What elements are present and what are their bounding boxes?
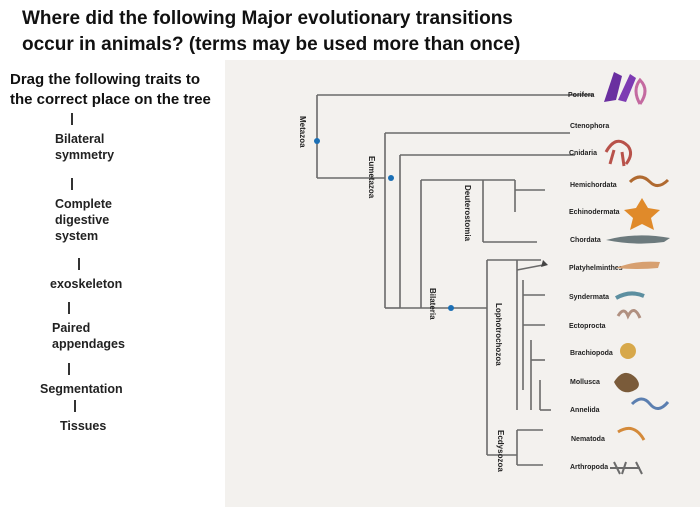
taxon-ctenophora: Ctenophora	[570, 123, 610, 130]
trait-exoskeleton[interactable]: exoskeleton	[50, 258, 122, 292]
node-marker	[314, 138, 320, 144]
drag-handle-icon[interactable]	[71, 113, 73, 125]
starfish-icon	[624, 198, 660, 230]
bryozoan-icon	[616, 309, 642, 320]
nematode-icon	[617, 426, 646, 441]
acorn-worm-icon	[628, 175, 670, 187]
drag-handle-icon[interactable]	[71, 178, 73, 190]
drag-handle-icon[interactable]	[74, 400, 76, 412]
trait-paired-appendages[interactable]: Paired appendages	[52, 302, 125, 352]
rotifer-icon	[615, 291, 645, 300]
question-line-2: occur in animals? (terms may be used mor…	[22, 34, 521, 55]
arthropod-icon	[610, 461, 643, 475]
trait-label: Segmentation	[40, 382, 123, 396]
clade-label-metazoa: Metazoa	[298, 116, 307, 148]
trait-label: Tissues	[60, 419, 107, 433]
taxon-platyhelminthes: Platyhelminthes	[569, 265, 623, 272]
taxon-arthropoda: Arthropoda	[570, 464, 609, 471]
clade-label-bilateria: Bilateria	[428, 288, 437, 320]
node-marker	[448, 305, 454, 311]
trait-bilateral-symmetry[interactable]: Bilateral symmetry	[55, 113, 114, 163]
drop-zone-eumetazoa[interactable]	[382, 200, 394, 212]
trait-label: appendages	[52, 337, 125, 351]
clade-label-deuterostomia: Deuterostomia	[463, 185, 472, 242]
taxon-brachiopoda: Brachiopoda	[570, 350, 613, 357]
taxon-annelida: Annelida	[570, 407, 600, 414]
drag-handle-icon[interactable]	[78, 258, 80, 270]
fish-icon	[606, 235, 670, 244]
trait-label: Bilateral	[55, 132, 105, 146]
trait-label: Paired	[52, 321, 91, 335]
taxon-porifera: Porifera	[568, 92, 595, 99]
trait-label: system	[55, 229, 99, 243]
trait-segmentation[interactable]: Segmentation	[40, 363, 123, 397]
question-text: Where did the following Major evolutiona…	[22, 6, 582, 58]
taxon-chordata: Chordata	[570, 237, 601, 244]
drag-handle-icon[interactable]	[68, 302, 70, 314]
flatworm-icon	[616, 261, 660, 269]
taxon-syndermata: Syndermata	[569, 294, 610, 301]
phylogeny-panel	[225, 60, 700, 507]
drop-zone-metazoa[interactable]	[311, 170, 323, 182]
trait-complete-digestive-system[interactable]: Complete digestive system	[55, 178, 112, 244]
cnidarian-icon	[604, 139, 633, 167]
trait-label: exoskeleton	[50, 277, 123, 291]
trait-label: digestive	[55, 213, 110, 227]
instructions: Drag the following traits to the correct…	[10, 70, 240, 110]
snail-icon	[614, 372, 639, 393]
trait-label: Complete	[55, 197, 112, 211]
annelid-icon	[630, 397, 670, 410]
taxon-echinodermata: Echinodermata	[569, 209, 620, 216]
taxon-nematoda: Nematoda	[571, 436, 605, 443]
trait-tissues[interactable]: Tissues	[60, 400, 106, 434]
ctenophore-icon	[634, 77, 647, 105]
taxon-mollusca: Mollusca	[570, 379, 600, 386]
sponge-icon	[604, 72, 636, 102]
taxon-cnidaria: Cnidaria	[569, 150, 598, 157]
clade-label-eumetazoa: Eumetazoa	[367, 156, 376, 199]
clade-label-ecdysozoa: Ecdysozoa	[496, 430, 505, 472]
phylogenetic-tree	[316, 94, 593, 466]
drag-handle-icon[interactable]	[68, 363, 70, 375]
instructions-line-1: Drag the following traits to	[10, 71, 200, 88]
trait-label: symmetry	[55, 148, 115, 162]
clade-label-lophotrochozoa: Lophotrochozoa	[494, 303, 503, 366]
animal-illustrations	[604, 72, 670, 475]
drop-zone-bilateria[interactable]	[443, 320, 455, 332]
instructions-line-2: the correct place on the tree	[10, 91, 211, 108]
taxon-ectoprocta: Ectoprocta	[569, 323, 606, 330]
brachiopod-icon	[620, 343, 636, 359]
taxon-hemichordata: Hemichordata	[570, 182, 617, 189]
question-line-1: Where did the following Major evolutiona…	[22, 8, 513, 29]
node-marker	[388, 175, 394, 181]
